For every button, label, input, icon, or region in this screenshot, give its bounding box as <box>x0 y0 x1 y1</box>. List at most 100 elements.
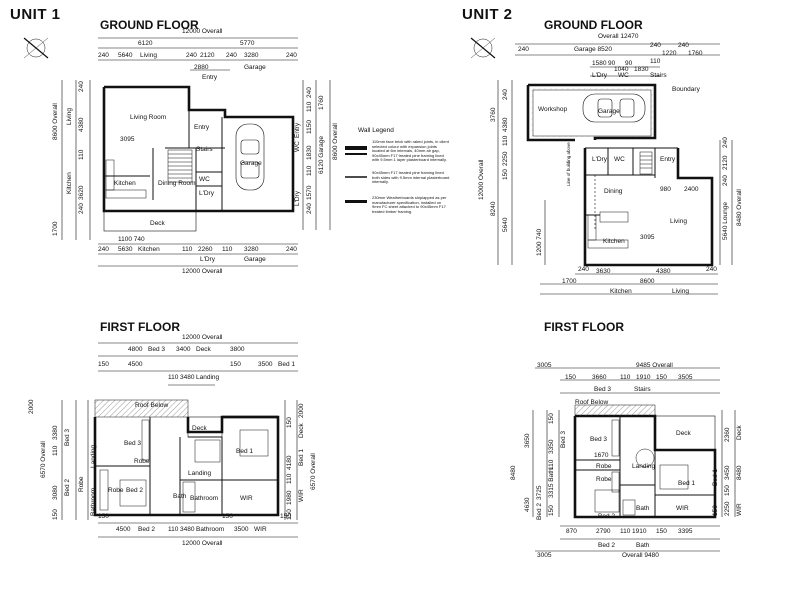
unit1-stairs <box>167 149 193 183</box>
dim-label: Deck <box>196 346 211 353</box>
dim-label: 3800 <box>230 346 245 353</box>
dim-label: 2360 <box>724 427 731 442</box>
dim-label: 110 <box>620 374 631 381</box>
dim-label: 150 <box>724 485 731 496</box>
dim-label: Landing <box>196 374 220 381</box>
dim-label: 110 <box>222 246 233 253</box>
dim-label: WC <box>618 72 629 79</box>
room-label: Roof Below <box>575 399 609 406</box>
dim-label: 110 <box>502 135 509 146</box>
dim-label: 6570 Overall <box>310 453 317 490</box>
dim-label: L'Dry <box>592 72 607 79</box>
legend-title: Wall Legend <box>358 127 394 134</box>
dim-label: 4800 <box>128 346 143 353</box>
dim-label: Bed 3 <box>148 346 165 353</box>
room-label: 3095 <box>120 136 135 143</box>
dim-label: 150 <box>280 513 291 520</box>
dim-label: 240 <box>78 81 85 92</box>
room-label: 1670 <box>594 452 609 459</box>
room-label: 980 <box>660 186 671 193</box>
dim-label: 240 <box>502 89 509 100</box>
dim-label: WIR <box>736 503 743 516</box>
dim-label: 8480 <box>510 465 517 480</box>
dim-label: 12000 Overall <box>478 159 485 200</box>
dim-label: 110 <box>182 246 193 253</box>
dim-label: 5770 <box>240 40 255 47</box>
room-label: 2400 <box>684 186 699 193</box>
dim-label: Bed 2 <box>598 542 615 549</box>
legend-item: 90x45mm F17 treated pine framing lined b… <box>372 170 450 185</box>
dim-label: 240 <box>98 52 109 59</box>
dim-label: Bed 3 <box>64 429 71 446</box>
dim-label: 1150 <box>306 120 313 134</box>
dim-label: 240 <box>722 175 729 186</box>
dim-label: Bed 3 <box>560 431 567 448</box>
dim-label: 1700 <box>562 278 577 285</box>
dim-label: 3080 <box>52 485 59 500</box>
dim-label: 12000 Overall <box>182 540 223 547</box>
dim-label: 110 <box>168 526 179 533</box>
dim-label: Living <box>140 52 157 59</box>
dim-label: 150 <box>222 513 233 520</box>
dim-label: 3005 <box>537 552 552 559</box>
dim-label: 8600 Overall <box>332 123 339 160</box>
dim-label: 240 <box>78 203 85 214</box>
dim-label: 240 <box>286 52 297 59</box>
unit1-ground-floor-title: GROUND FLOOR <box>100 18 199 32</box>
dim-label: 1980 <box>286 490 293 505</box>
dim-label: 3500 <box>258 361 273 368</box>
dim-label: 3480 <box>180 526 195 533</box>
dim-label: 3450 <box>724 465 731 480</box>
dim-label: 3725 <box>536 485 543 500</box>
dim-label: 4180 <box>286 455 293 470</box>
room-label: Robe <box>134 458 150 465</box>
dim-label: 5640 <box>502 217 509 232</box>
room-label: Entry <box>194 124 210 131</box>
dim-label: Kitchen <box>610 288 632 295</box>
unit2-stairs <box>639 151 653 175</box>
dim-label: 1830 <box>634 66 649 73</box>
room-label: Entry <box>660 156 676 163</box>
dim-label: 2790 <box>596 528 611 535</box>
dim-label: 110 <box>168 374 179 381</box>
dim-label: 4380 <box>656 268 671 275</box>
dim-label: Overall 9480 <box>622 552 659 559</box>
dim-label: 3380 <box>52 425 59 440</box>
dim-label: Kitchen <box>138 246 160 253</box>
dim-label: 8480 <box>736 465 743 480</box>
dim-label: 3505 <box>678 374 693 381</box>
car-icon <box>235 123 265 191</box>
dim-label: 240 <box>518 46 529 53</box>
dim-label: 150 <box>548 413 555 424</box>
dim-label: 3400 <box>176 346 191 353</box>
dim-label: Entry <box>202 74 218 81</box>
dim-label: 6120 <box>138 40 153 47</box>
room-label: Deck <box>676 430 691 437</box>
dim-label: Stairs <box>634 386 651 393</box>
dim-label: Entry <box>294 122 301 138</box>
unit2-ground-floor-title: GROUND FLOOR <box>544 18 643 32</box>
dim-label: 9485 Overall <box>636 362 673 369</box>
room-label: Living Room <box>130 114 167 121</box>
dim-label: 150 <box>548 505 555 516</box>
dim-label: 8600 Overall <box>52 103 59 140</box>
legend-item: 110mm face brick with raked joints, in c… <box>372 139 449 163</box>
room-label: Bed 2 <box>126 487 143 494</box>
dim-label: 150 <box>98 361 109 368</box>
dim-label: 5640 <box>118 52 133 59</box>
room-label: WIR <box>676 505 689 512</box>
dim-label: 6120 Garage <box>318 136 325 174</box>
dim-label: 1700 <box>52 221 59 236</box>
room-label: Bathroom <box>190 495 219 502</box>
dim-label: 2250 <box>724 501 731 516</box>
legend-item: 230mm Weatherboards shiplapped as per ma… <box>372 195 447 214</box>
dim-label: Kitchen <box>66 172 73 194</box>
dim-label: 90 <box>625 60 633 67</box>
dim-label: 3350 <box>548 439 555 454</box>
dim-label: 2000 <box>298 403 305 418</box>
dim-label: Bed 1 <box>298 449 305 466</box>
dim-label: 4380 <box>502 117 509 132</box>
room-label: Deck <box>192 425 207 432</box>
room-label: L'Dry <box>592 156 607 163</box>
dim-label: 240 <box>706 266 717 273</box>
